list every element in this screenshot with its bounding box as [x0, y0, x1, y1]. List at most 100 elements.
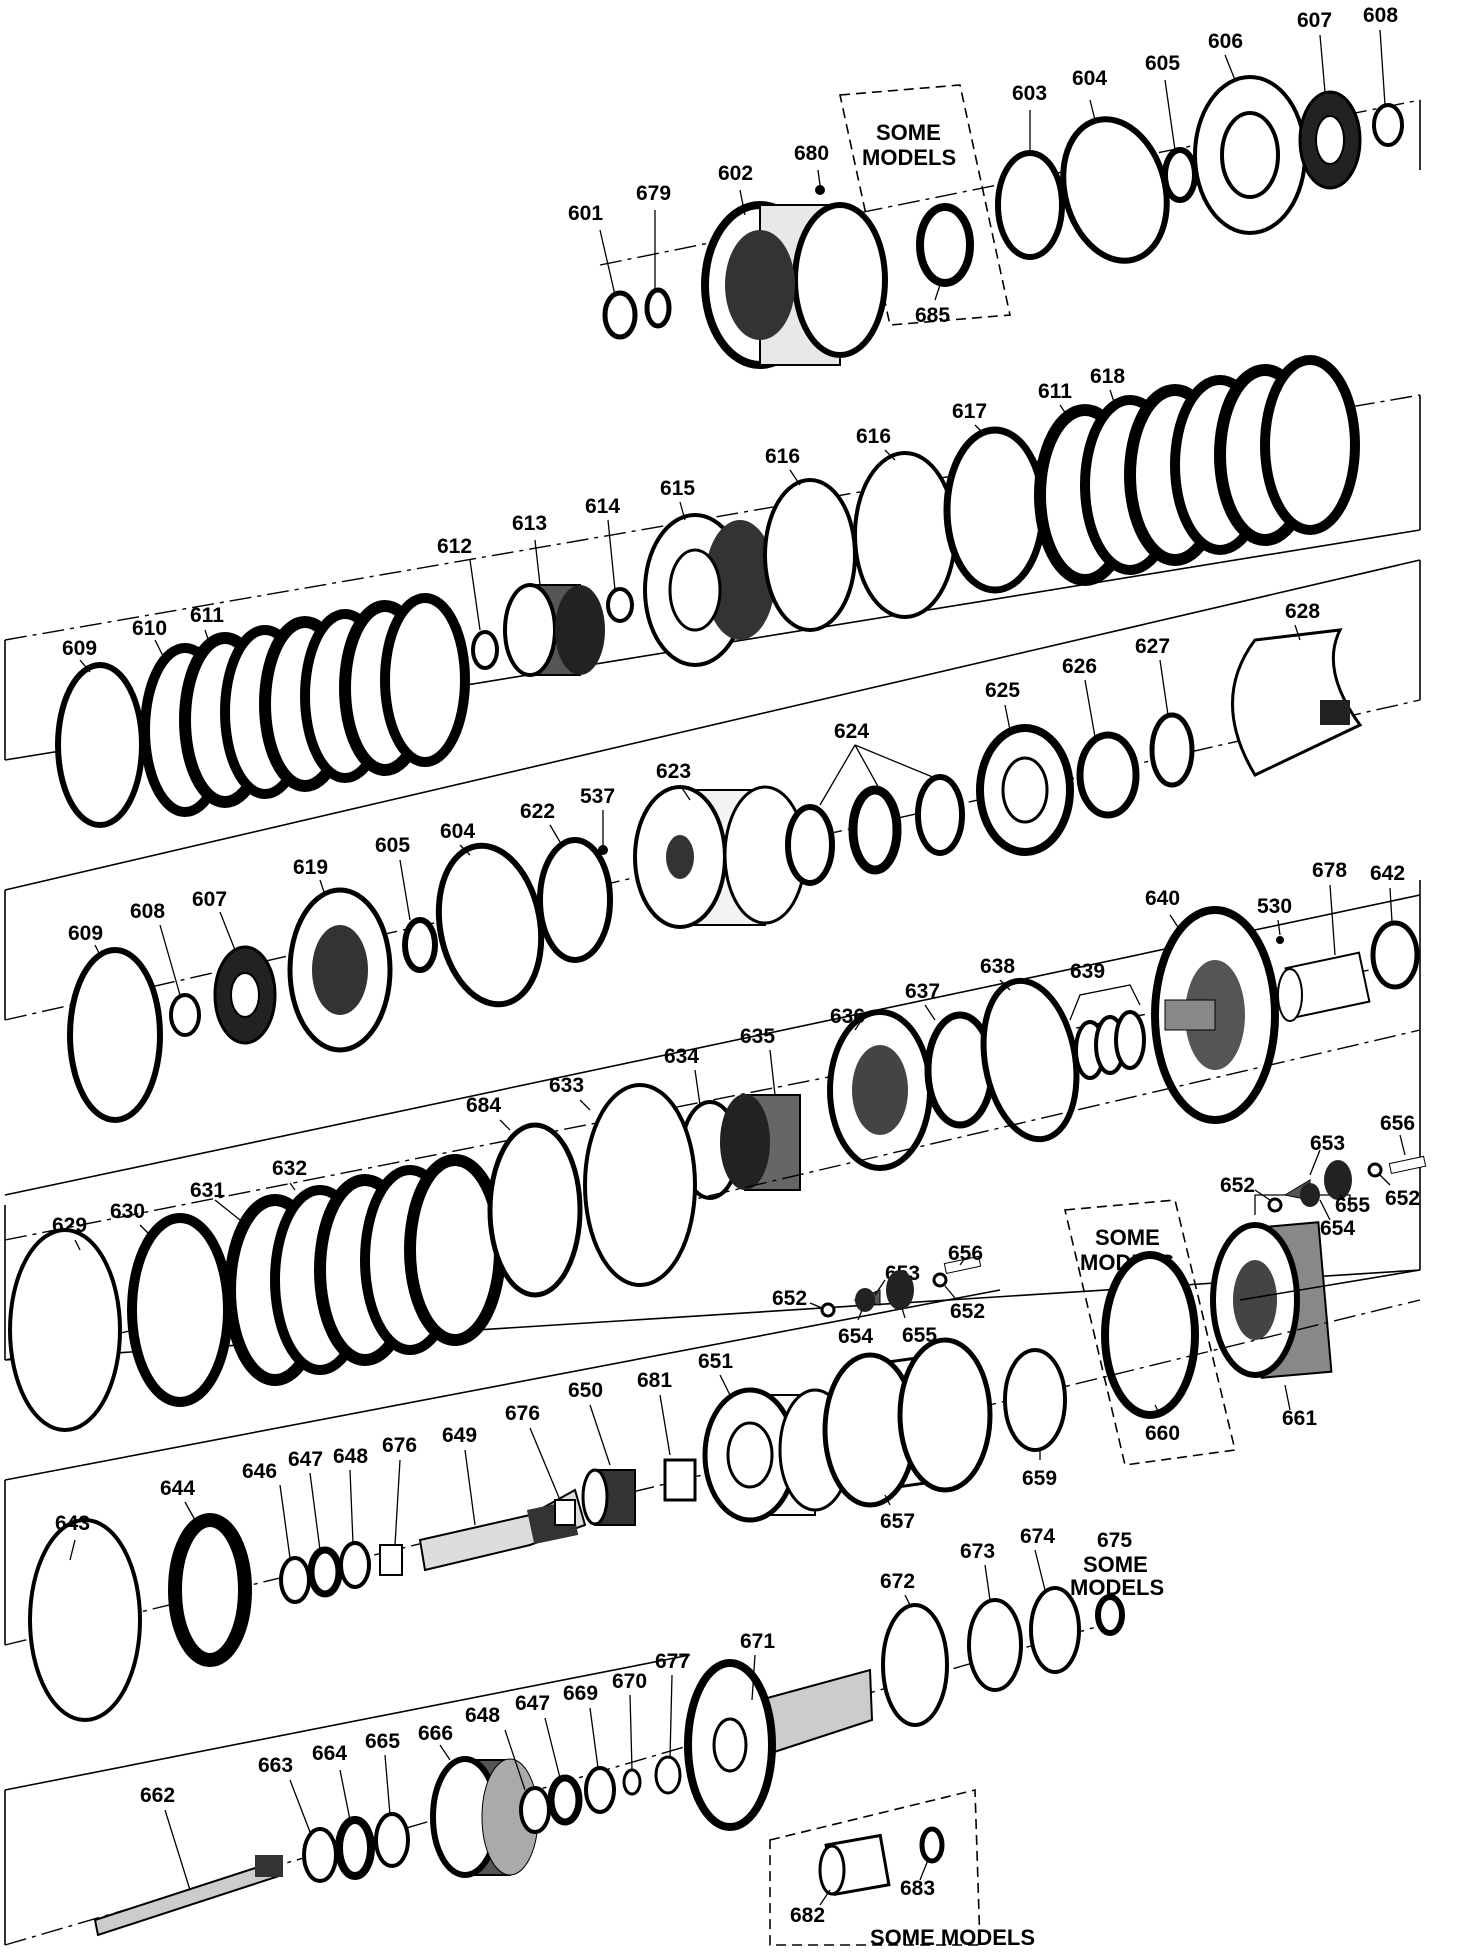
- row-1-models-label: MODELS: [862, 145, 956, 170]
- part-607-b: 607: [192, 888, 277, 1045]
- svg-text:683: 683: [900, 1877, 935, 1900]
- row-6: 643 644 646 647 648 676: [4, 1242, 1421, 1722]
- svg-text:605: 605: [1145, 52, 1180, 75]
- svg-text:626: 626: [1062, 655, 1097, 678]
- svg-text:604: 604: [1072, 67, 1107, 90]
- part-612: 612: [437, 535, 499, 670]
- part-683: 683: [900, 1826, 945, 1900]
- svg-text:640: 640: [1145, 887, 1180, 910]
- svg-text:648: 648: [465, 1704, 500, 1727]
- svg-text:607: 607: [192, 888, 227, 911]
- part-670: 670: [612, 1670, 647, 1796]
- svg-text:624: 624: [834, 720, 869, 743]
- part-672: 672: [880, 1570, 949, 1727]
- svg-text:656: 656: [948, 1242, 983, 1265]
- row-3-frame-top: [4, 559, 1421, 891]
- part-602: 602: [701, 162, 888, 369]
- svg-text:676: 676: [505, 1402, 540, 1425]
- svg-text:649: 649: [442, 1424, 477, 1447]
- svg-text:618: 618: [1090, 365, 1125, 388]
- row-3: 609 608 607 619 605 604: [4, 559, 1421, 1123]
- svg-text:652: 652: [772, 1287, 807, 1310]
- svg-text:SOME: SOME: [1083, 1552, 1148, 1577]
- part-678: 678: [1277, 859, 1371, 1022]
- part-682: 682: [790, 1833, 891, 1927]
- svg-text:674: 674: [1020, 1525, 1055, 1548]
- part-604-b: 604: [435, 820, 545, 1008]
- svg-text:639: 639: [1070, 960, 1105, 983]
- part-677: 677: [654, 1650, 690, 1795]
- part-650: 650: [568, 1379, 636, 1526]
- part-647-b: 647: [515, 1692, 583, 1826]
- svg-text:537: 537: [580, 785, 615, 808]
- svg-text:652: 652: [1385, 1187, 1420, 1210]
- part-663: 663: [258, 1754, 338, 1883]
- part-605: 605: [1145, 52, 1198, 203]
- part-606: 606: [1193, 30, 1307, 235]
- row-4: 634 635 636 637 638 63: [4, 859, 1421, 1241]
- part-671: 671: [684, 1630, 874, 1831]
- svg-text:611: 611: [190, 604, 224, 627]
- row-7-some-models-box: [769, 1788, 981, 1946]
- svg-text:657: 657: [880, 1510, 915, 1533]
- svg-text:628: 628: [1285, 600, 1320, 623]
- part-619: 619: [287, 856, 393, 1053]
- svg-text:682: 682: [790, 1904, 825, 1927]
- part-679: 679: [636, 182, 672, 329]
- part-626: 626: [1062, 655, 1140, 819]
- svg-text:605: 605: [375, 834, 410, 857]
- svg-text:666: 666: [418, 1722, 453, 1745]
- part-625: 625: [976, 679, 1074, 856]
- svg-text:625: 625: [985, 679, 1020, 702]
- part-648-a: 648: [333, 1445, 371, 1589]
- part-656-b: 656: [943, 1242, 983, 1275]
- part-654-b: 654: [838, 1288, 875, 1348]
- part-603: 603: [995, 82, 1065, 260]
- svg-text:609: 609: [68, 922, 103, 945]
- svg-text:607: 607: [1297, 9, 1332, 32]
- svg-text:677: 677: [655, 1650, 690, 1673]
- part-649: 649: [418, 1424, 587, 1572]
- part-643: 643: [28, 1512, 142, 1722]
- part-676-a: 676: [379, 1434, 417, 1576]
- svg-text:636: 636: [830, 1005, 865, 1028]
- svg-text:653: 653: [1310, 1132, 1345, 1155]
- svg-text:660: 660: [1145, 1422, 1180, 1445]
- svg-text:655: 655: [1335, 1194, 1370, 1217]
- part-639: 639: [1069, 960, 1146, 1080]
- part-623: 623: [633, 760, 807, 929]
- row-5: SOME MODELS 629 630 631 632: [4, 1029, 1427, 1466]
- svg-text:669: 669: [563, 1682, 598, 1705]
- part-640: 640: [1145, 887, 1279, 1124]
- part-635: 635: [720, 1025, 801, 1191]
- svg-text:530: 530: [1257, 895, 1292, 918]
- row-1-some-models-box: [839, 84, 1011, 326]
- svg-text:642: 642: [1370, 862, 1405, 885]
- svg-text:652: 652: [1220, 1174, 1255, 1197]
- svg-text:665: 665: [365, 1730, 400, 1753]
- part-652-c: 652: [772, 1287, 836, 1318]
- part-642: 642: [1370, 862, 1420, 990]
- row-7-frame-top: [4, 1654, 691, 1791]
- part-685: 685: [915, 203, 974, 327]
- part-638: 638: [980, 955, 1080, 1143]
- part-652-b: 652: [1367, 1162, 1420, 1210]
- svg-text:652: 652: [950, 1300, 985, 1323]
- svg-text:678: 678: [1312, 859, 1347, 882]
- svg-text:684: 684: [466, 1094, 501, 1117]
- part-614: 614: [585, 495, 634, 623]
- row-1: SOME MODELS 601 679 602 680 6: [568, 4, 1421, 369]
- svg-text:670: 670: [612, 1670, 647, 1693]
- svg-text:609: 609: [62, 637, 97, 660]
- svg-text:646: 646: [242, 1460, 277, 1483]
- svg-text:654: 654: [838, 1325, 873, 1348]
- part-657: 657: [822, 1337, 993, 1533]
- svg-text:616: 616: [856, 425, 891, 448]
- part-608-b: 608: [130, 900, 201, 1037]
- svg-text:632: 632: [272, 1157, 307, 1180]
- part-607: 607: [1297, 9, 1362, 190]
- svg-text:637: 637: [905, 980, 940, 1003]
- part-664: 664: [312, 1742, 375, 1880]
- part-605-b: 605: [375, 834, 438, 973]
